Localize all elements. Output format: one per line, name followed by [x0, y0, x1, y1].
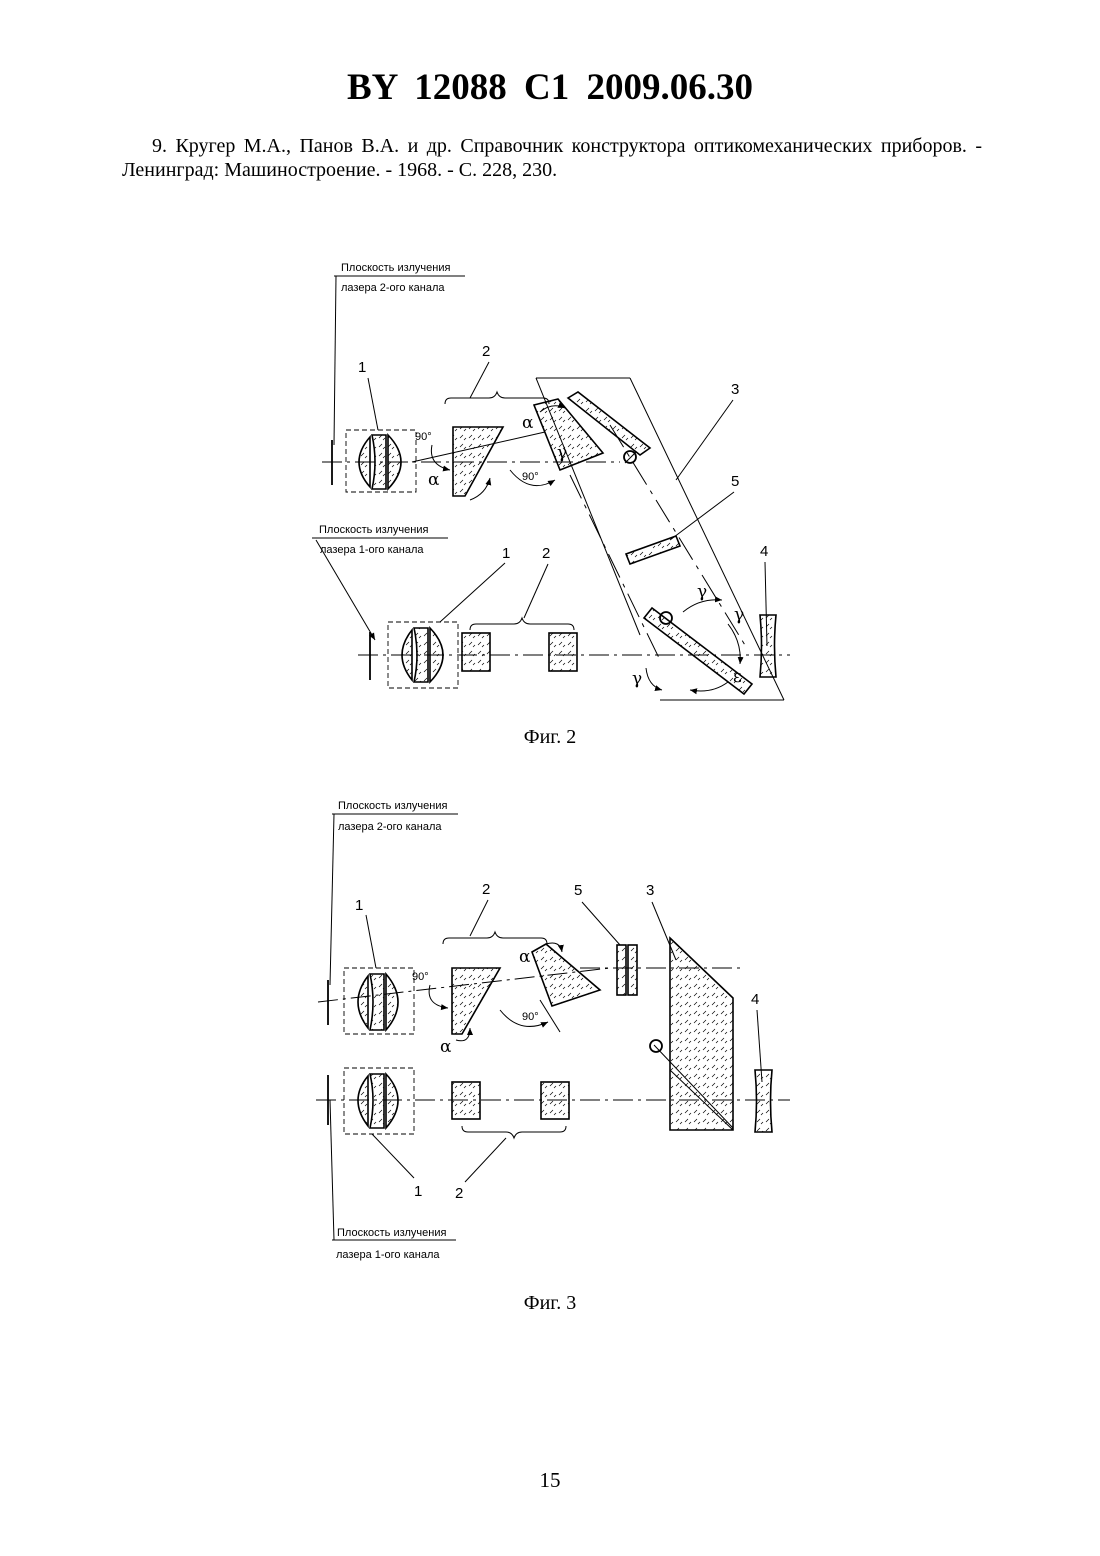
- plane1-label-line2-f3: лазера 1-ого канала: [336, 1249, 440, 1261]
- page-number: 15: [0, 1468, 1100, 1493]
- label-4-f3: 4: [751, 991, 759, 1008]
- label-2-top-f3: 2: [482, 881, 490, 898]
- figure-3-caption: Фиг. 3: [0, 1292, 1100, 1315]
- alpha-1-f3: α: [440, 1037, 452, 1057]
- plane1-label-line1-f3: Плоскость излучения: [337, 1227, 446, 1239]
- plane2-label-line2-f3: лазера 2-ого канала: [338, 821, 442, 833]
- label-3-f3: 3: [646, 882, 654, 899]
- plane2-label-line1-f3: Плоскость излучения: [338, 800, 447, 812]
- label-5-f3: 5: [574, 882, 582, 899]
- label-2-bottom-f3: 2: [455, 1185, 463, 1202]
- label-1-top-f3: 1: [355, 897, 363, 914]
- angle-90-b-f3: 90°: [522, 1011, 539, 1023]
- figure-3-diagram: Плоскость излучения лазера 2-ого канала …: [0, 0, 1100, 1290]
- label-1-bottom-f3: 1: [414, 1183, 422, 1200]
- alpha-2-f3: α: [519, 947, 531, 967]
- angle-90-a-f3: 90°: [412, 971, 429, 983]
